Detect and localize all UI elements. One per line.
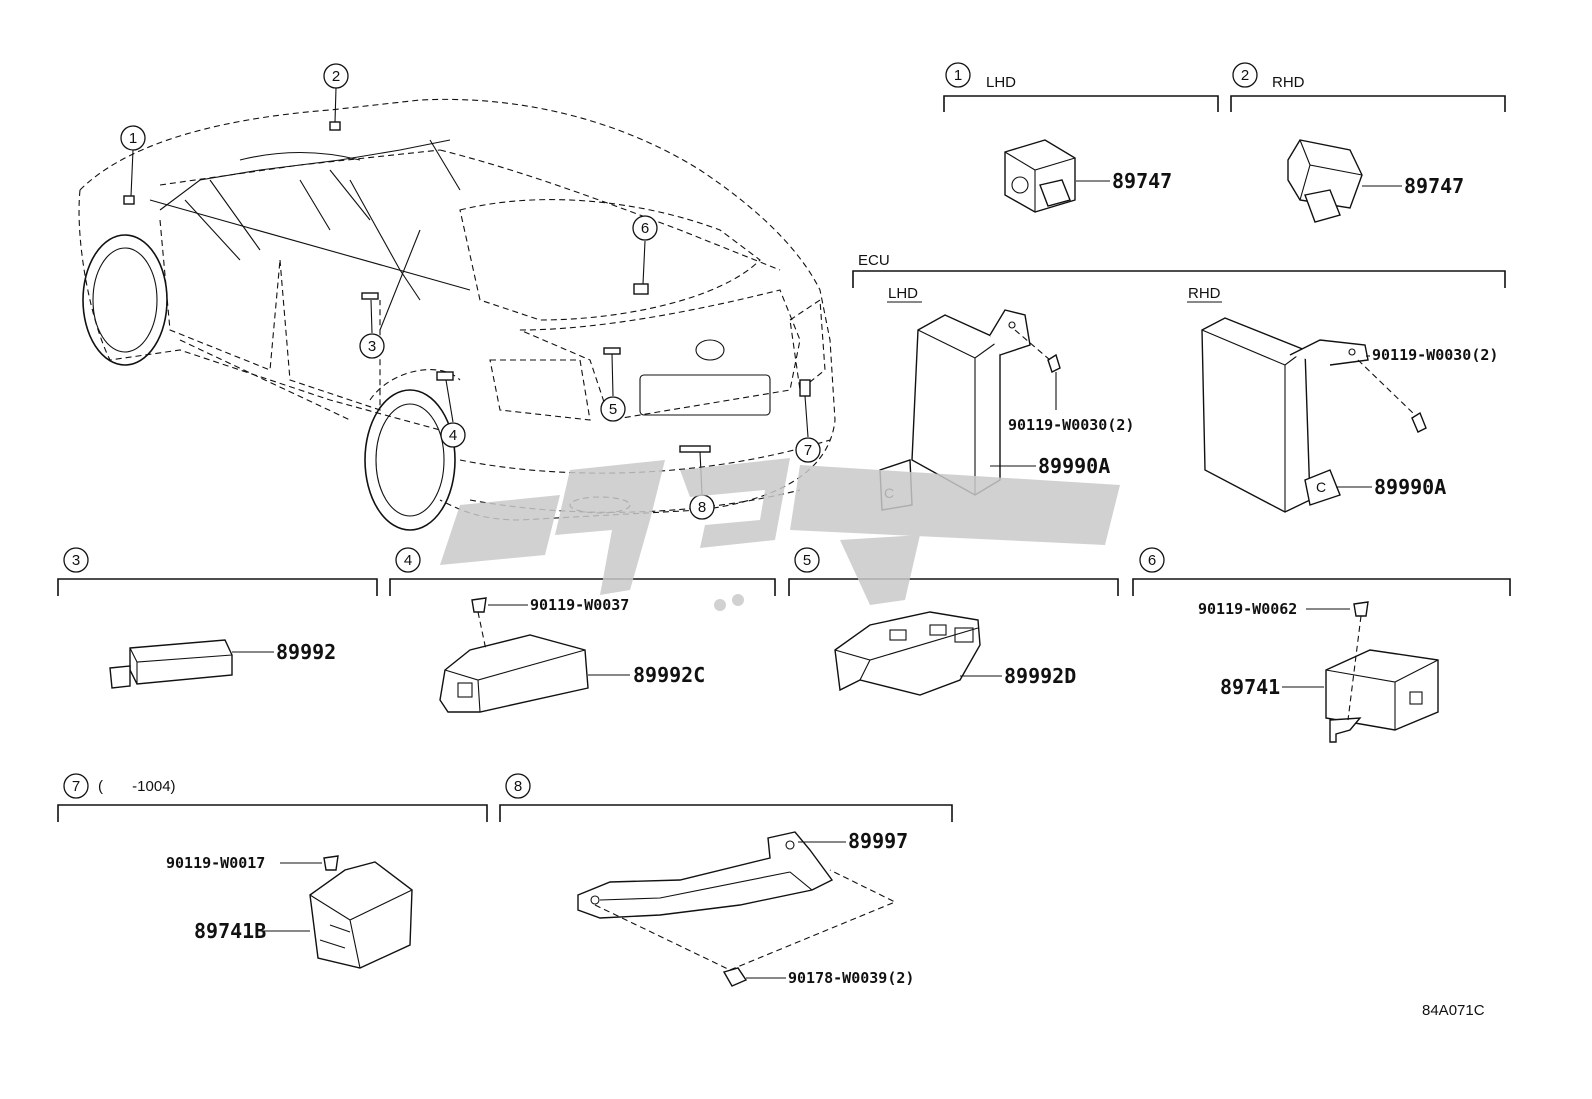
car-callout-1: 1 [120,125,146,151]
svg-text:ECU: ECU [858,252,890,269]
part-89992C: 89992C [633,663,705,687]
svg-text:8: 8 [514,778,522,795]
car-callout-5: 5 [600,396,626,422]
section-2-rhd: 2 RHD 89747 [1230,62,1506,223]
part-89997-drawing [577,831,834,987]
s4-bolt: 90119-W0037 [530,596,629,614]
section-7: 7 ( -1004) 90119-W0017 89741B [57,773,488,969]
svg-text:1: 1 [954,67,962,84]
car-illustration: 1 2 3 4 5 6 7 8 [78,63,836,531]
section-3: 3 89992 [57,547,378,689]
s7-note: ( -1004) [98,778,176,795]
svg-text:LHD: LHD [986,74,1016,91]
car-callout-6: 6 [632,215,658,241]
car-callout-3: 3 [359,333,385,359]
part-89992D: 89992D [1004,664,1076,688]
ecu-lhd-unit: 89990A [1038,454,1110,478]
svg-text:2: 2 [1241,67,1249,84]
svg-text:6: 6 [1148,552,1156,569]
svg-text:6: 6 [641,220,649,237]
part-89747-lhd-drawing [1004,139,1076,213]
ecu-rhd-bolt: 90119-W0030(2) [1372,346,1498,364]
svg-text:1: 1 [129,130,137,147]
ecu-lhd-bolt: 90119-W0030(2) [1008,416,1134,434]
part-89741-drawing [1325,601,1439,743]
ecu-rhd-drawing: C [1201,317,1427,513]
part-89997: 89997 [848,829,908,853]
svg-text:LHD: LHD [888,285,918,302]
s7-bolt: 90119-W0017 [166,854,265,872]
part-89992: 89992 [276,640,336,664]
diagram-code: 84A071C [1422,1002,1485,1019]
section-5: 5 89992D [788,547,1119,696]
svg-text:C: C [1316,479,1326,495]
svg-text:5: 5 [609,401,617,418]
svg-text:7: 7 [804,442,812,459]
svg-text:3: 3 [72,552,80,569]
s8-nut: 90178-W0039(2) [788,969,914,987]
section-4: 4 90119-W0037 89992C [389,547,776,713]
s6-bolt: 90119-W0062 [1198,600,1297,618]
svg-text:8: 8 [698,499,706,516]
svg-text:7: 7 [72,778,80,795]
part-89992-drawing [109,639,233,689]
part-89992D-drawing [834,611,981,696]
section-1-lhd: 1 LHD 89747 [943,62,1219,213]
svg-text:RHD: RHD [1272,74,1305,91]
part-89741: 89741 [1220,675,1280,699]
ecu-rhd-unit: 89990A [1374,475,1446,499]
part-89741B-drawing [309,855,413,969]
part-89747-rhd-drawing [1287,139,1363,223]
svg-text:4: 4 [404,552,412,569]
svg-text:RHD: RHD [1188,285,1221,302]
svg-text:3: 3 [368,338,376,355]
car-callout-7: 7 [795,437,821,463]
svg-text:2: 2 [332,68,340,85]
svg-text:4: 4 [449,427,457,444]
part-89992C-drawing [439,597,589,713]
part-89747-lhd: 89747 [1112,169,1172,193]
car-callout-4: 4 [440,422,466,448]
svg-text:5: 5 [803,552,811,569]
part-89741B: 89741B [194,919,266,943]
section-ecu: ECU LHD RHD C 90119-W0030(2) 89990A C [852,252,1506,513]
brand-logo-watermark-icon [440,458,1120,611]
car-callout-8: 8 [689,494,715,520]
car-callout-2: 2 [323,63,349,89]
section-8: 8 89997 90178-W0039(2) [499,773,953,987]
part-89747-rhd: 89747 [1404,174,1464,198]
section-6: 6 90119-W0062 89741 [1132,547,1511,743]
